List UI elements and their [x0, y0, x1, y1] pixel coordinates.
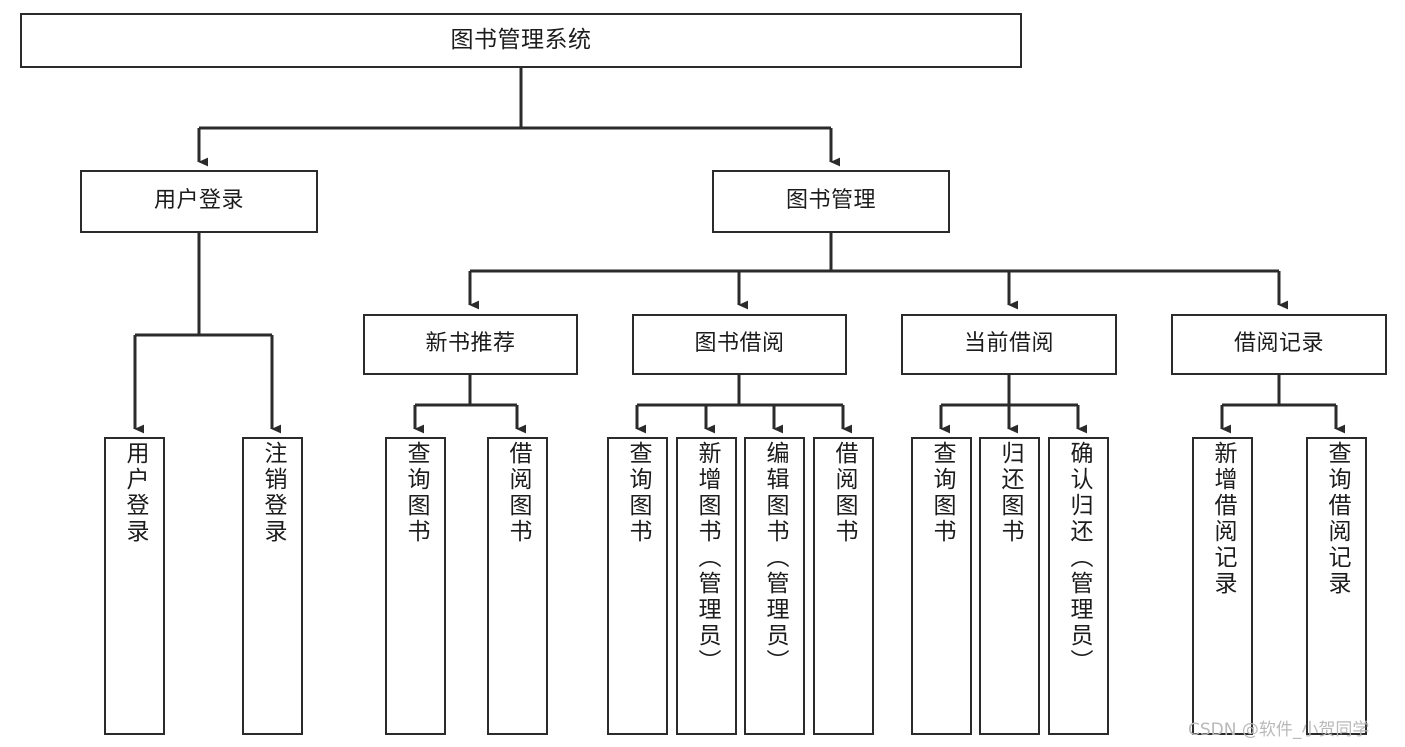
node-leaf-borrow-book-1-label: 借阅图书 [505, 441, 531, 545]
node-user-login[interactable]: 用户登录 [80, 170, 318, 233]
node-leaf-return-book-label: 归还图书 [997, 441, 1023, 545]
node-leaf-add-record[interactable]: 新增借阅记录 [1192, 437, 1253, 735]
node-leaf-query-book-1-label: 查询图书 [403, 441, 429, 545]
node-user-login-label: 用户登录 [153, 188, 244, 214]
node-leaf-confirm-return-label: 确认归还（管理员） [1066, 441, 1092, 675]
node-leaf-query-book-2[interactable]: 查询图书 [607, 437, 668, 735]
node-leaf-user-logout[interactable]: 注销登录 [242, 437, 303, 735]
node-borrow-record[interactable]: 借阅记录 [1171, 314, 1387, 375]
node-borrow-record-label: 借阅记录 [1233, 331, 1324, 357]
node-book-manage-label: 图书管理 [785, 188, 876, 214]
node-leaf-return-book[interactable]: 归还图书 [979, 437, 1040, 735]
node-leaf-query-record-label: 查询借阅记录 [1324, 441, 1350, 597]
node-leaf-borrow-book-1[interactable]: 借阅图书 [487, 437, 548, 735]
node-leaf-edit-book-label: 编辑图书（管理员） [762, 441, 788, 675]
node-leaf-query-book-3-label: 查询图书 [929, 441, 955, 545]
node-leaf-query-record[interactable]: 查询借阅记录 [1306, 437, 1367, 735]
node-leaf-user-logout-label: 注销登录 [260, 441, 286, 545]
node-leaf-borrow-book-2-label: 借阅图书 [831, 441, 857, 545]
node-root-system[interactable]: 图书管理系统 [20, 13, 1022, 68]
node-leaf-user-login[interactable]: 用户登录 [104, 437, 165, 735]
node-leaf-add-record-label: 新增借阅记录 [1210, 441, 1236, 597]
node-new-book-recommend-label: 新书推荐 [425, 331, 516, 357]
node-book-manage[interactable]: 图书管理 [712, 170, 950, 233]
node-leaf-query-book-3[interactable]: 查询图书 [911, 437, 972, 735]
node-leaf-query-book-1[interactable]: 查询图书 [385, 437, 446, 735]
csdn-watermark: CSDN @软件_小贺同学 [1188, 720, 1370, 740]
node-leaf-edit-book[interactable]: 编辑图书（管理员） [744, 437, 805, 735]
node-new-book-recommend[interactable]: 新书推荐 [363, 314, 578, 375]
node-leaf-query-book-2-label: 查询图书 [625, 441, 651, 545]
node-book-borrow-label: 图书借阅 [694, 331, 785, 357]
node-current-borrow-label: 当前借阅 [963, 331, 1054, 357]
node-leaf-confirm-return[interactable]: 确认归还（管理员） [1048, 437, 1109, 735]
node-current-borrow[interactable]: 当前借阅 [901, 314, 1117, 375]
node-book-borrow[interactable]: 图书借阅 [632, 314, 847, 375]
node-leaf-borrow-book-2[interactable]: 借阅图书 [813, 437, 874, 735]
node-leaf-add-book-label: 新增图书（管理员） [694, 441, 720, 675]
node-leaf-user-login-label: 用户登录 [122, 441, 148, 545]
node-root-system-label: 图书管理系统 [450, 26, 592, 53]
node-leaf-add-book[interactable]: 新增图书（管理员） [676, 437, 737, 735]
